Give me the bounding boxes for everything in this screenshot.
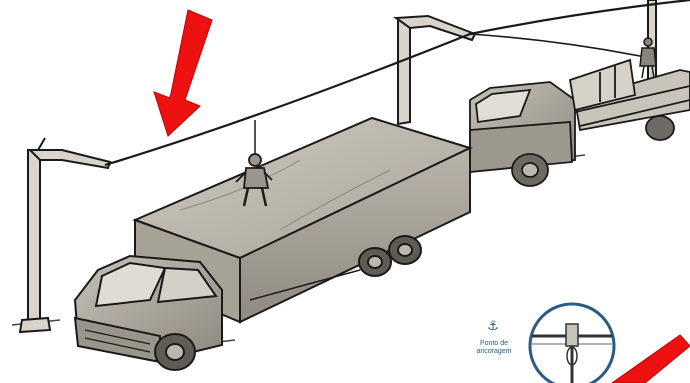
main-truck-cab [75,256,222,370]
anchor-point-inset [530,304,614,383]
background-truck [470,60,690,186]
anchor-point-caption: Ponto de ancoragem [468,340,520,356]
anchor-icon: ⚓ [485,318,501,336]
lifeline-cable-far [470,34,650,58]
arrow-icon [154,10,212,136]
middle-pole [396,16,475,124]
anchor-caption-line1: Ponto de [468,340,520,348]
anchor-caption-line2: ancoragem [468,348,520,356]
arrow-icon-bottom [612,335,690,383]
